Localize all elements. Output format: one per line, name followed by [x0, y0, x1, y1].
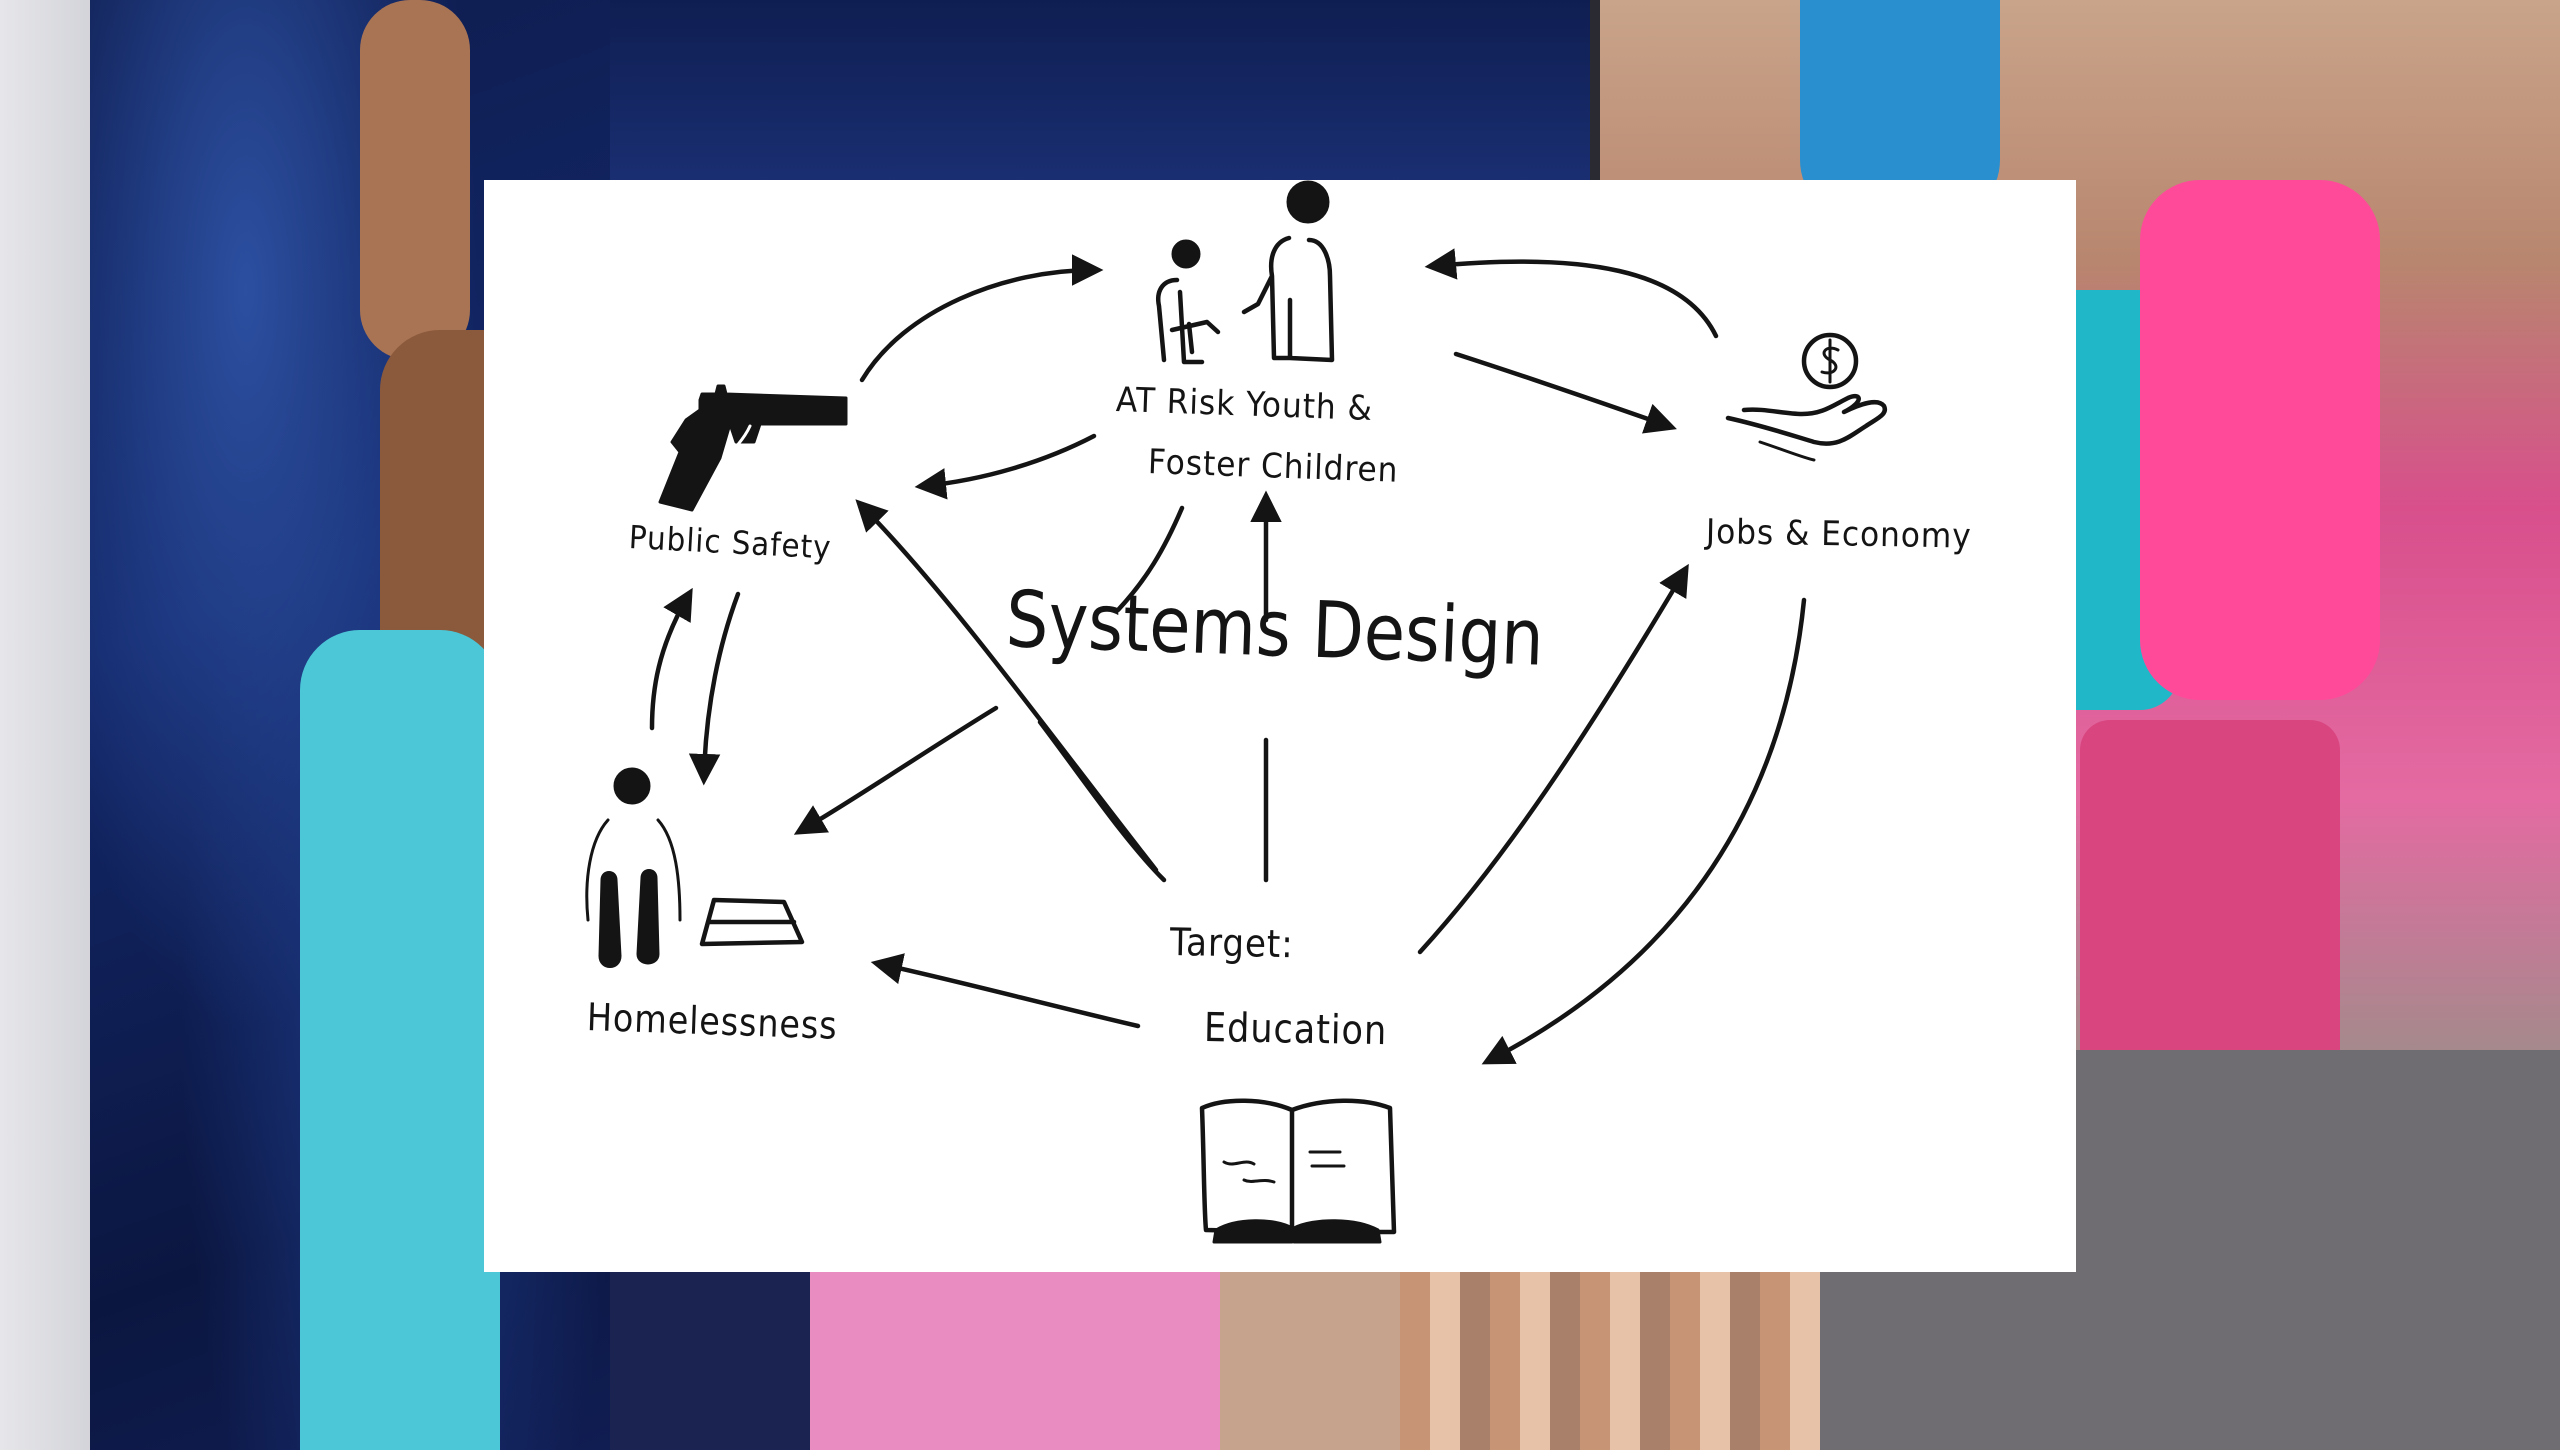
bottom-strip	[610, 1260, 810, 1450]
pink-shirt	[2140, 180, 2380, 700]
person-with-tent-icon	[585, 767, 805, 968]
node-jobs-economy: Jobs & Economy	[1705, 512, 1973, 557]
node-education: Education	[1203, 1005, 1388, 1055]
whiteboard-diagram: Systems Design AT Risk Youth & Foster Ch…	[484, 180, 2076, 1272]
open-book-icon	[1199, 1098, 1397, 1244]
pink-pants	[810, 1260, 1220, 1450]
handshake-people-icon	[1156, 180, 1335, 365]
node-target-label: Target:	[1169, 920, 1295, 967]
connector-arrows	[649, 248, 1807, 1065]
child-teal-shirt	[300, 630, 500, 1450]
node-homelessness: Homelessness	[586, 995, 839, 1048]
raised-arm	[360, 0, 470, 360]
plaid-shorts	[1400, 1260, 1820, 1450]
diagram-title: Systems Design	[1004, 575, 1546, 684]
bottom-strip	[1220, 1260, 1400, 1450]
hand-with-coin-icon	[1725, 332, 1888, 462]
diagram-drawing	[585, 180, 1888, 1244]
blue-banner-top	[610, 0, 1590, 190]
pistol-icon	[658, 384, 848, 512]
